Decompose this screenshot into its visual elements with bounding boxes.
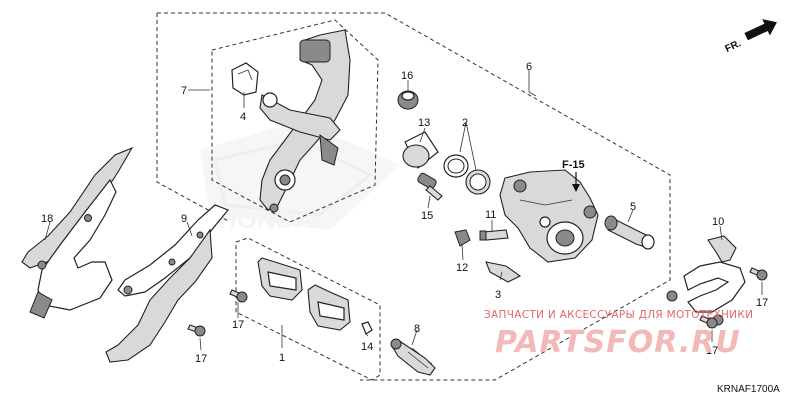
callout-9: 9 xyxy=(181,213,187,225)
pad-spring-4 xyxy=(231,62,259,96)
callout-17-c: 17 xyxy=(756,297,768,309)
front-arrow-icon xyxy=(744,19,777,41)
bolt-17-d xyxy=(699,315,718,329)
callout-7: 7 xyxy=(181,85,187,97)
caliper-piston-13 xyxy=(402,131,439,169)
caliper-guard-18 xyxy=(21,146,134,319)
callout-6: 6 xyxy=(526,61,532,73)
callout-2: 2 xyxy=(462,117,468,129)
assembly-outline-7 xyxy=(211,19,379,223)
callout-10: 10 xyxy=(712,216,724,228)
bolt-17-a xyxy=(229,289,248,303)
direction-label: FR. xyxy=(724,38,743,55)
leader-lines xyxy=(44,70,763,351)
pin-boot-16 xyxy=(397,90,419,110)
pad-pin-8 xyxy=(390,338,436,376)
pad-retainer-3 xyxy=(485,261,522,283)
callout-18: 18 xyxy=(41,213,53,225)
callout-17-b: 17 xyxy=(195,353,207,365)
callout-16: 16 xyxy=(401,70,413,82)
reference-arrow-head xyxy=(572,184,580,192)
bolt-11 xyxy=(479,229,509,241)
callout-11: 11 xyxy=(485,209,496,221)
diagram-code: KRNAF1700A xyxy=(717,384,780,395)
callout-1: 1 xyxy=(279,352,285,364)
callout-4: 4 xyxy=(240,111,246,123)
bolt-17-c xyxy=(749,267,768,281)
slide-pin-5 xyxy=(604,215,655,250)
callout-17-d: 17 xyxy=(706,345,718,357)
callout-14: 14 xyxy=(361,341,373,353)
front-direction-indicator: FR. xyxy=(724,19,777,55)
callout-17-a: 17 xyxy=(232,319,244,331)
caliper-guard-9 xyxy=(105,204,229,363)
bleeder-screw-15 xyxy=(417,172,443,201)
callout-15: 15 xyxy=(421,210,433,222)
watermark-brand: PARTSFOR.RU xyxy=(495,325,741,360)
watermark-caption: ЗАПЧАСТИ И АКСЕССУАРЫ ДЛЯ МОТОТЕХНИКИ xyxy=(484,309,753,321)
cap-12 xyxy=(454,229,471,247)
callout-8: 8 xyxy=(414,323,420,335)
assembly-outline-1 xyxy=(235,237,381,381)
callout-12: 12 xyxy=(456,262,468,274)
callout-5: 5 xyxy=(630,201,636,213)
bolt-17-b xyxy=(187,324,206,337)
callout-13: 13 xyxy=(418,117,430,129)
pin-clip-14 xyxy=(361,321,373,335)
callout-3: 3 xyxy=(495,289,501,301)
assembly-outline-6 xyxy=(156,12,671,381)
caliper-bracket-7 xyxy=(259,29,351,213)
caliper-body-6 xyxy=(499,169,599,263)
piston-seals-2 xyxy=(443,154,491,195)
brake-pads-1 xyxy=(257,257,351,331)
reference-label: F-15 xyxy=(562,159,585,171)
